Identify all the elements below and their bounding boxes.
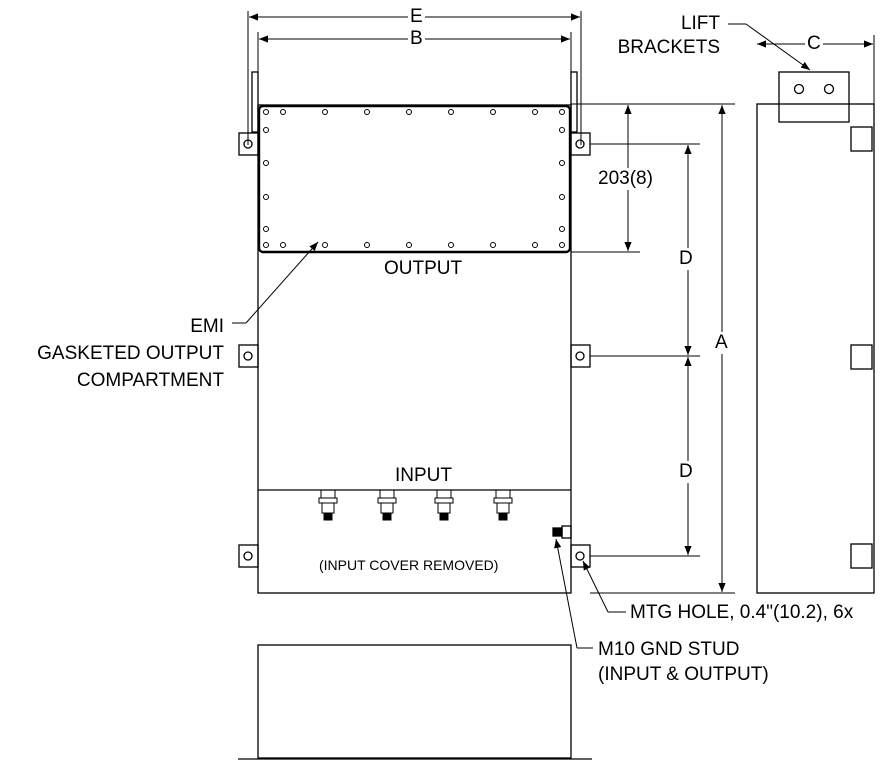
side-view-body	[756, 103, 875, 594]
lift-brackets-line-2: BRACKETS	[617, 36, 720, 58]
side-bracket-hole-left	[793, 83, 805, 95]
dim-d-upper: D	[677, 248, 695, 270]
emi-line-2: GASKETED OUTPUT	[37, 343, 224, 364]
gnd-stud-line-2: (INPUT & OUTPUT)	[598, 664, 769, 685]
lift-brackets-callout: LIFT BRACKETS	[618, 12, 720, 60]
emi-output-panel	[257, 104, 572, 254]
lift-brackets-line-1: LIFT	[680, 13, 720, 34]
ground-stud	[552, 525, 572, 539]
dim-a: A	[713, 332, 730, 354]
leader-lines	[232, 23, 811, 649]
emi-line-3: COMPARTMENT	[76, 370, 224, 391]
mounting-tabs-right	[570, 132, 591, 568]
mtg-hole-callout: MTG HOLE, 0.4"(10.2), 6x	[630, 602, 854, 623]
input-cover	[257, 644, 572, 759]
input-terminals	[318, 489, 513, 521]
output-label: OUTPUT	[384, 258, 463, 279]
enclosure-body	[257, 104, 572, 594]
dim-e: E	[408, 6, 425, 28]
input-label: INPUT	[395, 465, 452, 486]
side-mounting-tabs	[850, 126, 873, 569]
gnd-stud-callout: M10 GND STUD (INPUT & OUTPUT)	[598, 637, 769, 687]
dim-c: C	[805, 33, 823, 55]
dimension-lines	[247, 11, 875, 594]
side-lift-bracket	[778, 71, 850, 123]
dim-top-offset: 203(8)	[596, 168, 655, 190]
dim-d-lower: D	[677, 461, 695, 483]
lift-bracket-right	[570, 71, 578, 133]
emi-line-1: EMI	[190, 316, 224, 337]
input-cover-removed-label: (INPUT COVER REMOVED)	[319, 557, 499, 573]
side-bracket-hole-right	[823, 83, 835, 95]
mounting-tabs-left	[238, 132, 259, 568]
emi-callout: EMI GASKETED OUTPUT COMPARTMENT	[37, 313, 224, 394]
panel-screws	[263, 109, 565, 248]
lift-bracket-left	[251, 71, 259, 133]
gnd-stud-line-1: M10 GND STUD	[598, 639, 740, 660]
dim-b: B	[408, 28, 425, 50]
